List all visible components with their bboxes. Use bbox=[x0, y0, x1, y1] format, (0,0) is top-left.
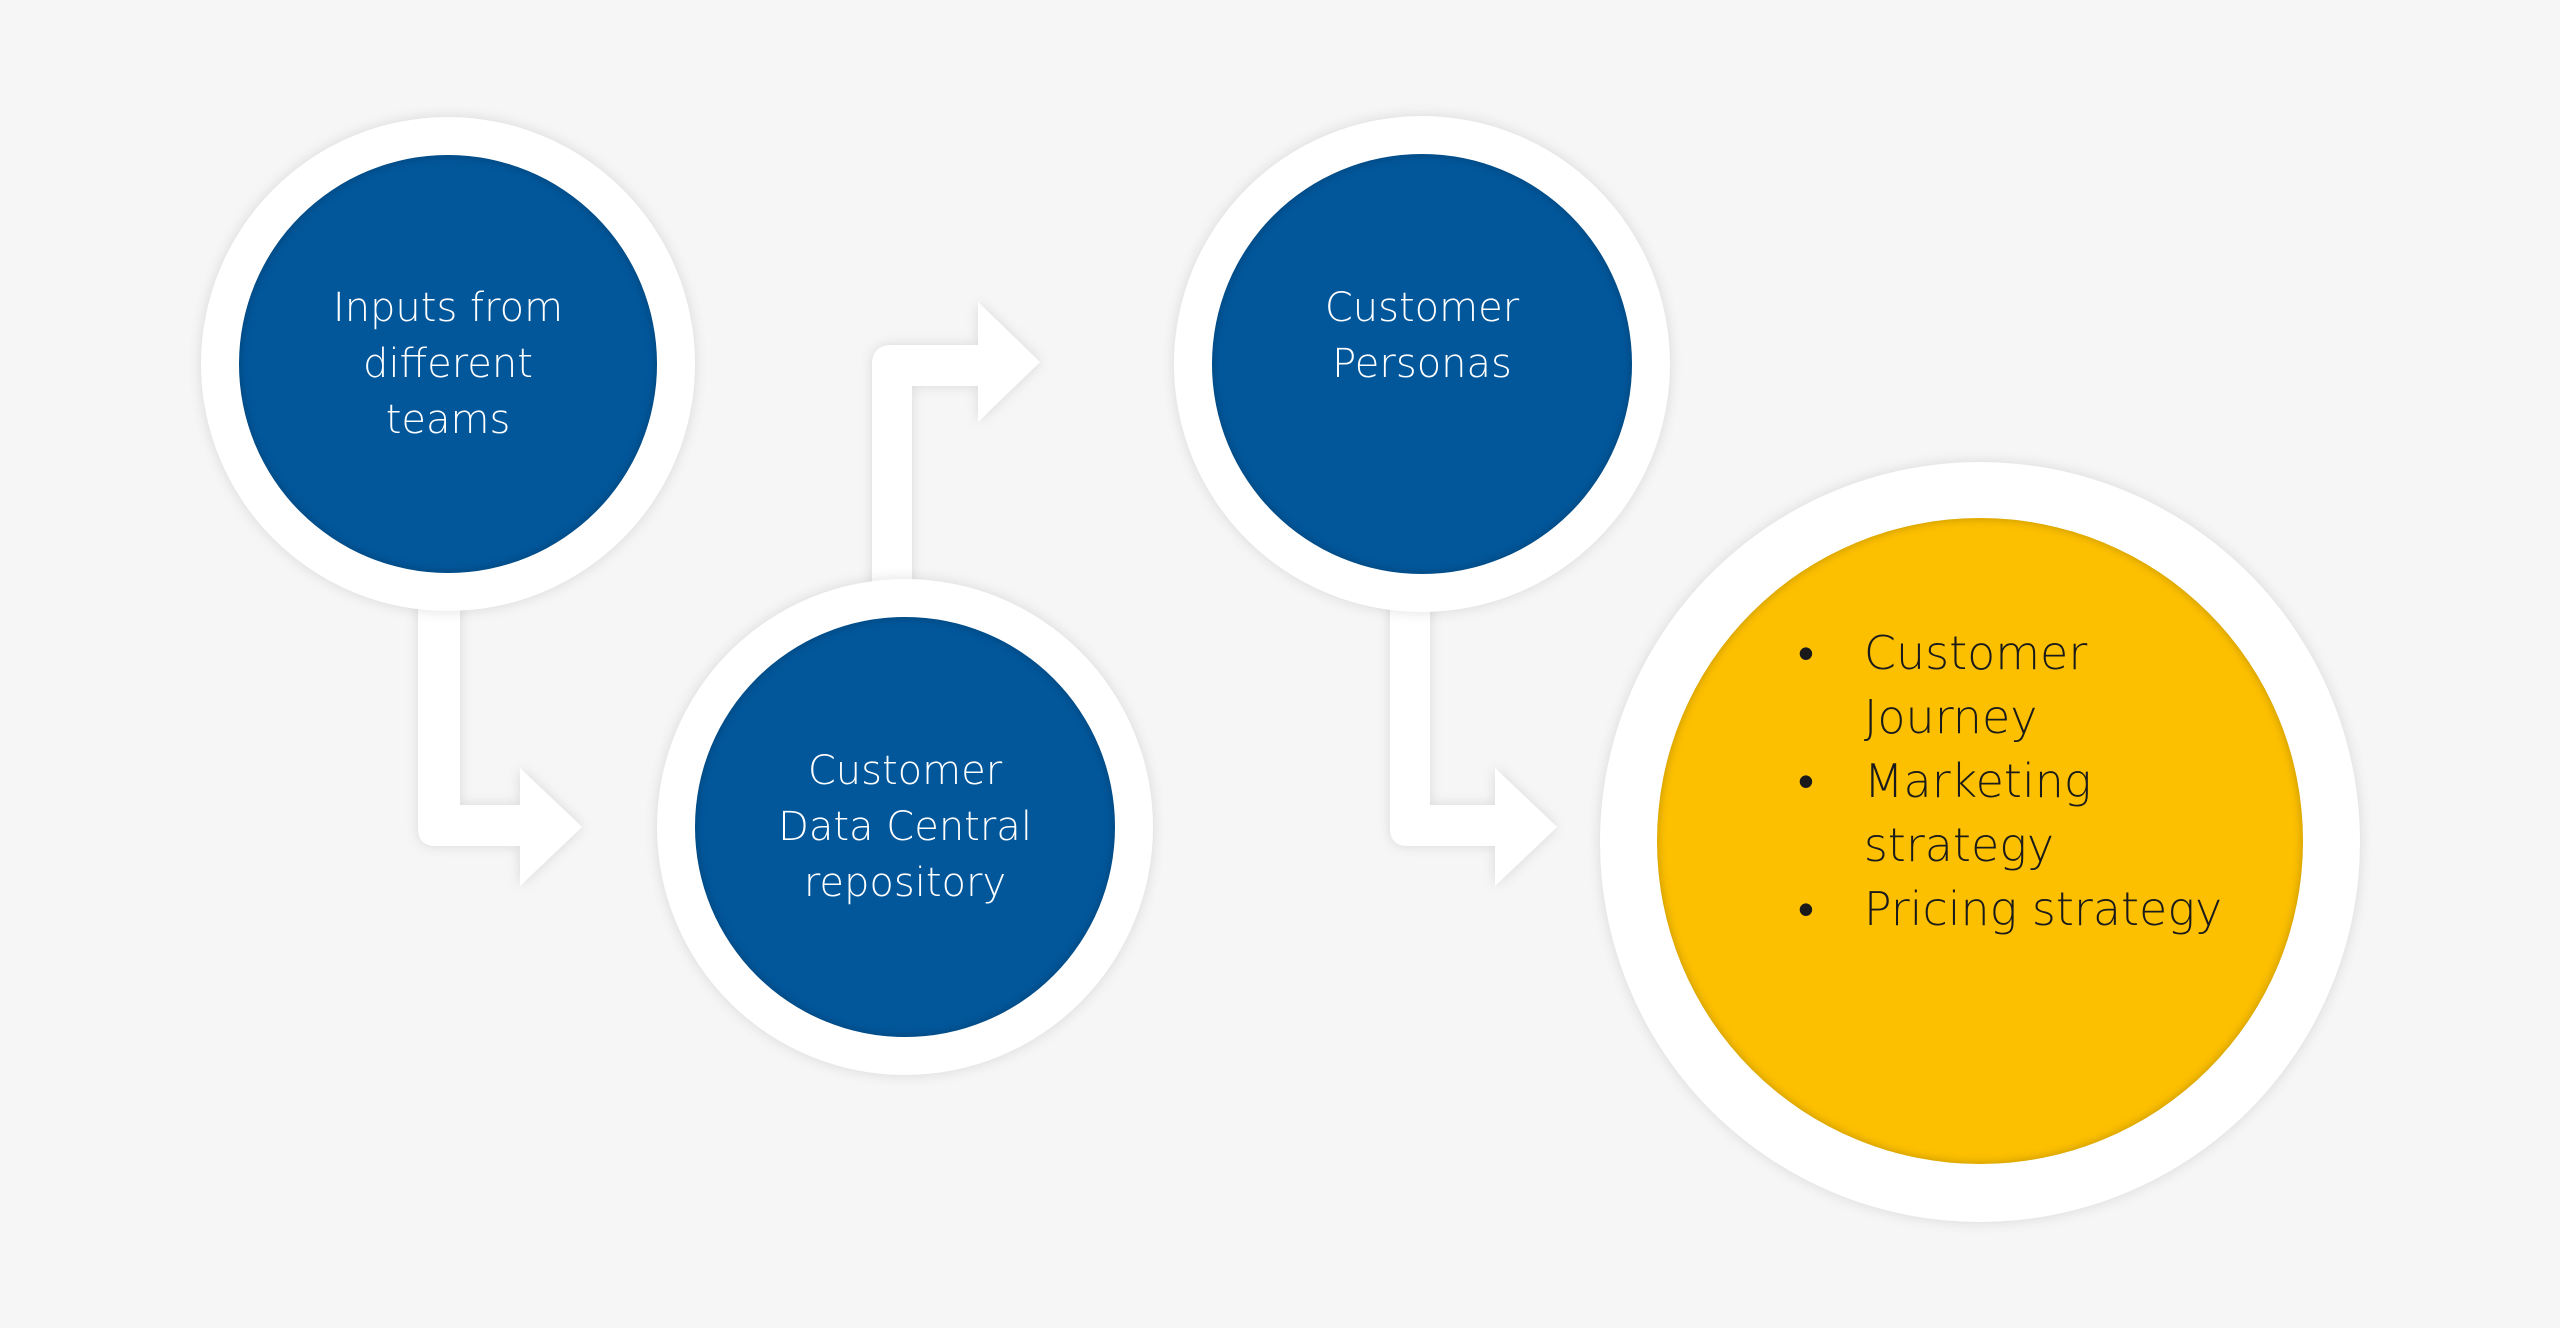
outcomes-node: Customer Journey Marketing strategy Pric… bbox=[1657, 518, 2303, 1164]
repository-node: Customer Data Central repository bbox=[695, 617, 1115, 1037]
bullet-pricing-strategy: Pricing strategy bbox=[1798, 877, 2222, 941]
inputs-node: Inputs from different teams bbox=[239, 155, 657, 573]
bullet-customer-journey: Customer Journey bbox=[1798, 621, 2222, 749]
arrow-inputs-to-repository bbox=[418, 600, 582, 886]
arrow-personas-to-outcomes bbox=[1390, 600, 1557, 886]
personas-node: Customer Personas bbox=[1212, 154, 1632, 574]
repository-node-label: Customer Data Central repository bbox=[778, 748, 1032, 906]
bullet-marketing-strategy: Marketing strategy bbox=[1798, 749, 2222, 877]
arrow-repository-to-personas bbox=[872, 302, 1040, 585]
outcomes-bullet-list: Customer Journey Marketing strategy Pric… bbox=[1798, 621, 2222, 941]
personas-node-label: Customer Personas bbox=[1324, 285, 1520, 387]
inputs-node-label: Inputs from different teams bbox=[332, 285, 564, 443]
